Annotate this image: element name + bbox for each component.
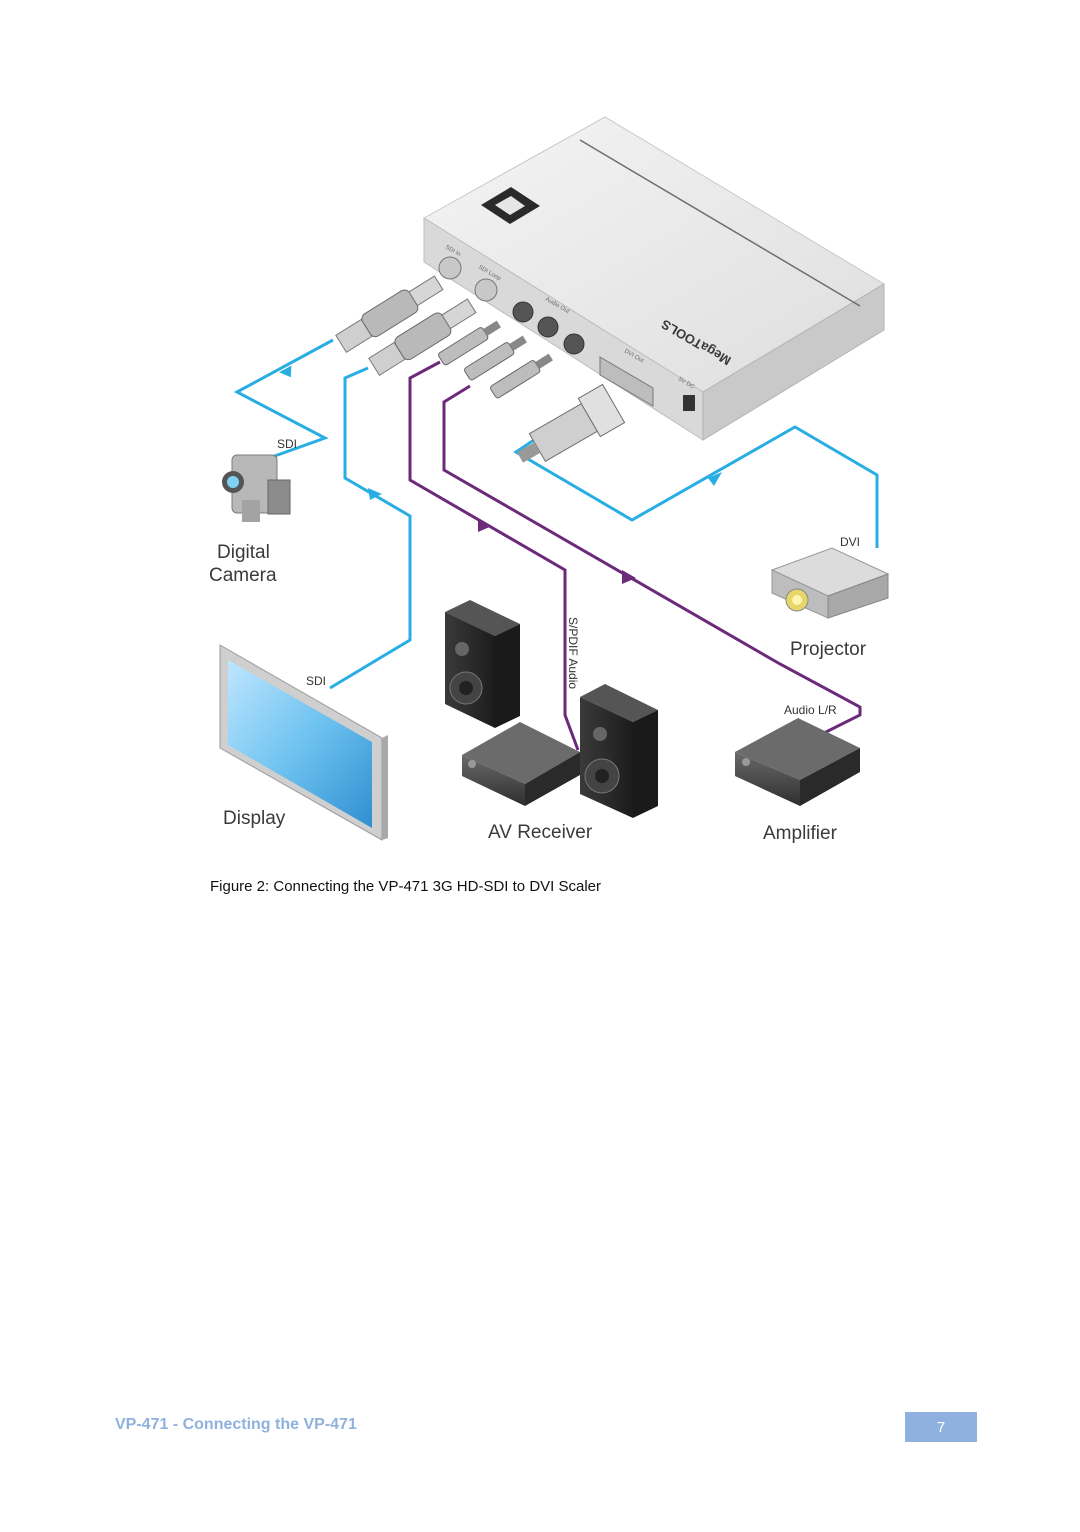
arrow-sdi-display: [368, 488, 382, 500]
projector-icon: [770, 547, 890, 619]
audio-lr-cable: [442, 384, 862, 737]
cable-label-audio-lr: Audio L/R: [784, 703, 837, 717]
device-label-display: Display: [223, 808, 286, 829]
cable-label-dvi: DVI: [840, 535, 860, 549]
device-label-projector: Projector: [790, 639, 867, 660]
arrow-audio-lr: [622, 570, 636, 584]
digital-camera-icon: [222, 454, 291, 522]
kramer-logo: [481, 187, 540, 224]
vp471-device: SDI In SDI Loop Audio Out DVI Out 5V DC …: [423, 116, 885, 441]
speaker-left-icon: [445, 600, 520, 728]
dvi-port: [599, 356, 654, 407]
cable-label-spdif: S/PDIF Audio: [566, 617, 580, 689]
av-receiver-icon: [462, 722, 580, 806]
bnc-plug-sdi-in: [335, 275, 444, 353]
cable-label-sdi-display: SDI: [306, 674, 326, 688]
footer-section-title: VP-471 - Connecting the VP-471: [115, 1416, 357, 1433]
display-icon: [219, 644, 388, 841]
speaker-right-icon: [580, 684, 658, 818]
arrow-spdif: [478, 518, 492, 532]
flow-arrows: [279, 365, 722, 584]
sdi-cable-display: [329, 366, 412, 690]
amplifier-icon: [735, 718, 860, 806]
power-port: [683, 395, 695, 411]
device-label-camera-line2: Camera: [209, 565, 277, 586]
page-number-badge: 7: [905, 1412, 977, 1442]
cable-label-sdi-camera: SDI: [277, 437, 297, 451]
figure-caption: Figure 2: Connecting the VP-471 3G HD-SD…: [210, 878, 602, 895]
device-label-av-receiver: AV Receiver: [488, 822, 593, 843]
dvi-cable: [513, 425, 879, 548]
device-label-camera-line1: Digital: [217, 542, 270, 563]
page-number: 7: [936, 1418, 946, 1436]
sdi-cable-camera: [233, 338, 334, 464]
arrow-dvi: [708, 472, 722, 486]
rca-plug-audio-l: [464, 335, 527, 381]
bnc-plug-sdi-loop: [368, 298, 477, 376]
rca-plug-spdif: [438, 320, 501, 366]
device-label-amplifier: Amplifier: [763, 823, 838, 844]
dvi-plug: [517, 383, 626, 463]
rca-plug-audio-r: [490, 353, 553, 399]
